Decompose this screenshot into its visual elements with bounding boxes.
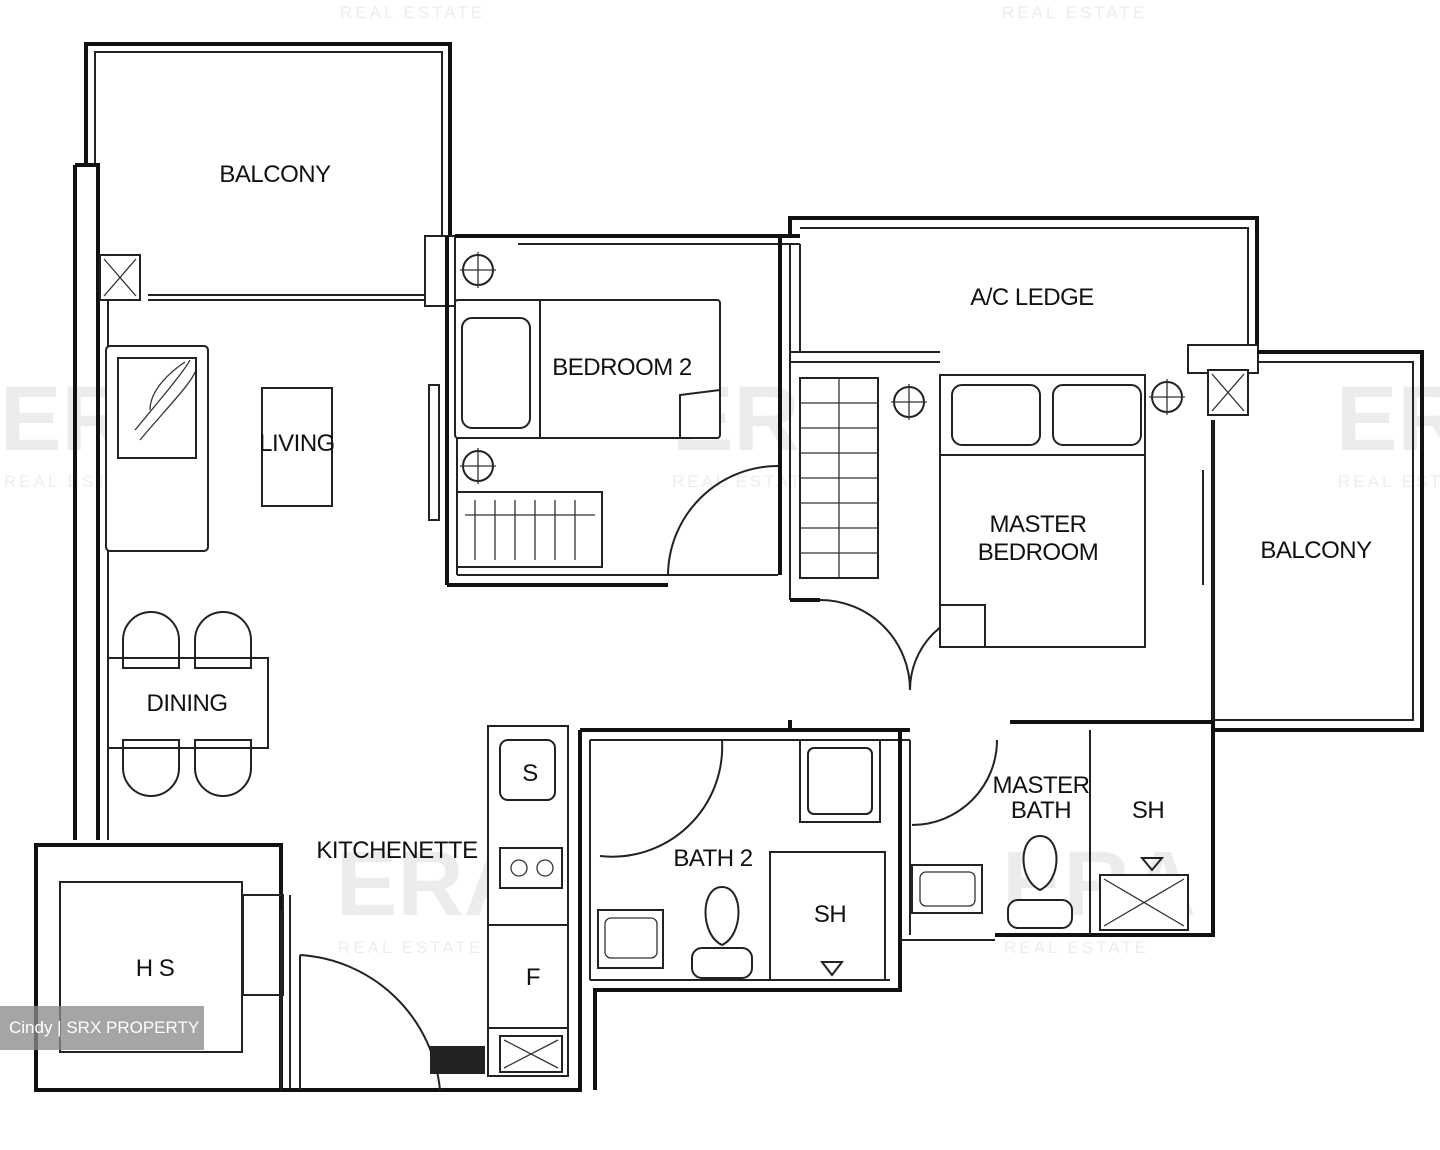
label-ac-ledge: A/C LEDGE xyxy=(970,284,1094,311)
label-master-bath-2: BATH xyxy=(1011,797,1071,824)
watermark-tagline: REAL ESTATE xyxy=(338,938,483,957)
label-master-bedroom-1: MASTER xyxy=(989,511,1086,538)
watermark-tagline: REAL ESTATE xyxy=(1004,938,1149,957)
label-bath-2-shower: SH xyxy=(814,901,846,928)
label-bath-2: BATH 2 xyxy=(673,845,752,872)
era-watermark: REAL ESTATE REAL ESTATE ERA REAL ESTATE … xyxy=(0,3,1440,957)
label-master-bath-shower: SH xyxy=(1132,797,1164,824)
label-sink: S xyxy=(522,760,538,787)
watermark-tagline: REAL ESTATE xyxy=(672,472,817,491)
watermark-tagline: REAL ESTATE xyxy=(1002,3,1147,22)
label-living: LIVING xyxy=(259,430,335,457)
photo-credit-badge: Cindy | SRX PROPERTY xyxy=(0,1006,204,1050)
watermark-brand: ERA xyxy=(1336,368,1440,470)
label-balcony-left: BALCONY xyxy=(219,161,331,188)
label-master-bath-1: MASTER xyxy=(992,772,1089,799)
label-kitchenette: KITCHENETTE xyxy=(316,837,477,864)
label-household-shelter: H S xyxy=(136,955,175,982)
room-labels: BALCONY BEDROOM 2 A/C LEDGE LIVING MASTE… xyxy=(136,161,1373,991)
walls xyxy=(34,42,1424,1092)
label-fridge: F xyxy=(526,964,540,991)
label-balcony-right: BALCONY xyxy=(1260,537,1372,564)
label-bedroom-2: BEDROOM 2 xyxy=(552,354,692,381)
watermark-tagline: REAL ESTATE xyxy=(1338,472,1440,491)
label-dining: DINING xyxy=(147,690,228,717)
furniture xyxy=(105,252,1189,981)
watermark-tagline: REAL ESTATE xyxy=(340,3,485,22)
label-master-bedroom-2: BEDROOM xyxy=(978,539,1099,566)
